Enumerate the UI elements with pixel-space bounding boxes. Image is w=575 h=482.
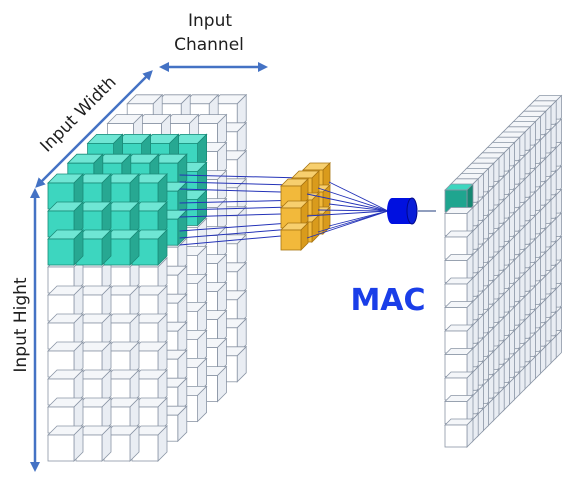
kernel-cell xyxy=(280,222,309,251)
output-cell xyxy=(444,230,474,260)
mac-label: MAC xyxy=(350,283,425,318)
input-cell xyxy=(103,425,140,462)
cylinder-icon xyxy=(387,197,418,225)
output-feature-map xyxy=(444,94,563,448)
output-cell xyxy=(444,300,474,331)
connection-lines xyxy=(179,174,304,246)
output-highlight-cell xyxy=(444,183,474,213)
input-highlight-cell xyxy=(75,229,112,266)
input-channel-label-line1: Input xyxy=(188,11,232,31)
input-cell xyxy=(103,313,140,350)
output-cell xyxy=(444,324,474,354)
output-cell xyxy=(444,371,474,401)
output-cell xyxy=(444,253,474,284)
input-highlight-cell xyxy=(47,229,84,266)
output-cell xyxy=(444,418,474,448)
input-cell xyxy=(47,425,84,462)
output-cell xyxy=(444,277,474,307)
input-height-label: Input Hight xyxy=(11,277,31,372)
input-channel-label-line2: Channel xyxy=(174,35,244,55)
mac-lines xyxy=(306,181,389,239)
input-cell xyxy=(75,425,112,462)
kernel-filter xyxy=(280,162,331,251)
input-highlight-cell xyxy=(103,229,140,266)
width-arrow xyxy=(35,70,153,188)
